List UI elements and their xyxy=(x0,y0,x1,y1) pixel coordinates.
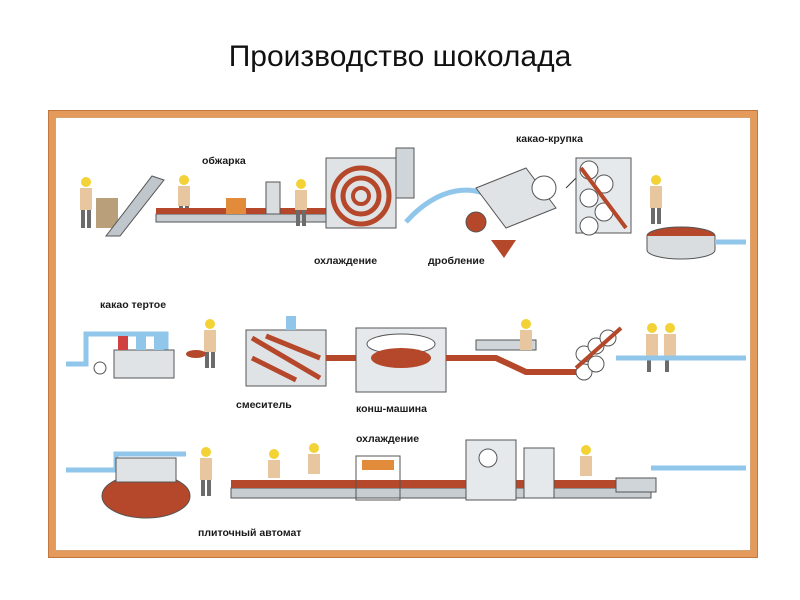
roaster-fire xyxy=(226,198,246,214)
worker-figure xyxy=(295,179,307,226)
fan-wheel xyxy=(531,175,557,201)
row-3-molding-line xyxy=(66,439,746,519)
label-mixer: смеситель xyxy=(236,399,292,411)
roasting-conveyor xyxy=(155,213,327,223)
roaster-unit xyxy=(265,181,281,215)
worker-figure xyxy=(520,319,532,350)
worker-figure xyxy=(200,447,212,496)
refiner-rollers xyxy=(574,326,623,381)
label-crushing: дробление xyxy=(428,255,485,267)
conche-machine xyxy=(355,327,447,393)
label-cooling-1: охлаждение xyxy=(314,255,377,267)
label-cocoa-nibs: какао-крупка xyxy=(516,133,583,145)
label-conche: конш-машина xyxy=(356,403,427,415)
liquor-pipe xyxy=(66,331,169,367)
chocolate-tiles xyxy=(231,480,651,488)
illustration-frame: обжарка какао-крупка охлаждение дроблени… xyxy=(48,110,758,558)
production-diagram: обжарка какао-крупка охлаждение дроблени… xyxy=(66,133,746,539)
crusher-drum xyxy=(465,211,487,233)
page-title: Производство шоколада xyxy=(228,40,572,73)
label-tiling-machine: плиточный автомат xyxy=(198,527,301,539)
pressure-gauge xyxy=(93,361,107,375)
nibs-pile xyxy=(491,240,516,258)
worker-figure xyxy=(80,177,92,228)
cooling-spiral xyxy=(325,147,415,229)
worker-figure xyxy=(308,443,320,474)
label-roasting: обжарка xyxy=(202,155,246,167)
illustration-area: обжарка какао-крупка охлаждение дроблени… xyxy=(55,117,751,551)
worker-figure xyxy=(646,323,658,372)
worker-figure xyxy=(650,175,662,224)
roller-mill xyxy=(575,157,632,236)
mixer-machine xyxy=(245,316,327,387)
worker-figure xyxy=(664,323,676,372)
chocolate-stream xyxy=(446,355,576,375)
molding-conveyor xyxy=(230,487,652,499)
cooling-chamber xyxy=(355,455,401,501)
row-2-mixing-line xyxy=(66,316,746,393)
worker-figure xyxy=(204,319,216,368)
melting-tank xyxy=(113,349,175,379)
worker-figure xyxy=(580,445,592,476)
label-cocoa-liquor: какао тертое xyxy=(100,299,166,311)
row-1-roasting-line xyxy=(80,147,746,260)
elevator-conveyor xyxy=(104,175,165,237)
sack-pile xyxy=(96,198,118,228)
label-cooling-2: охлаждение xyxy=(356,433,419,445)
worker-figure xyxy=(268,449,280,478)
